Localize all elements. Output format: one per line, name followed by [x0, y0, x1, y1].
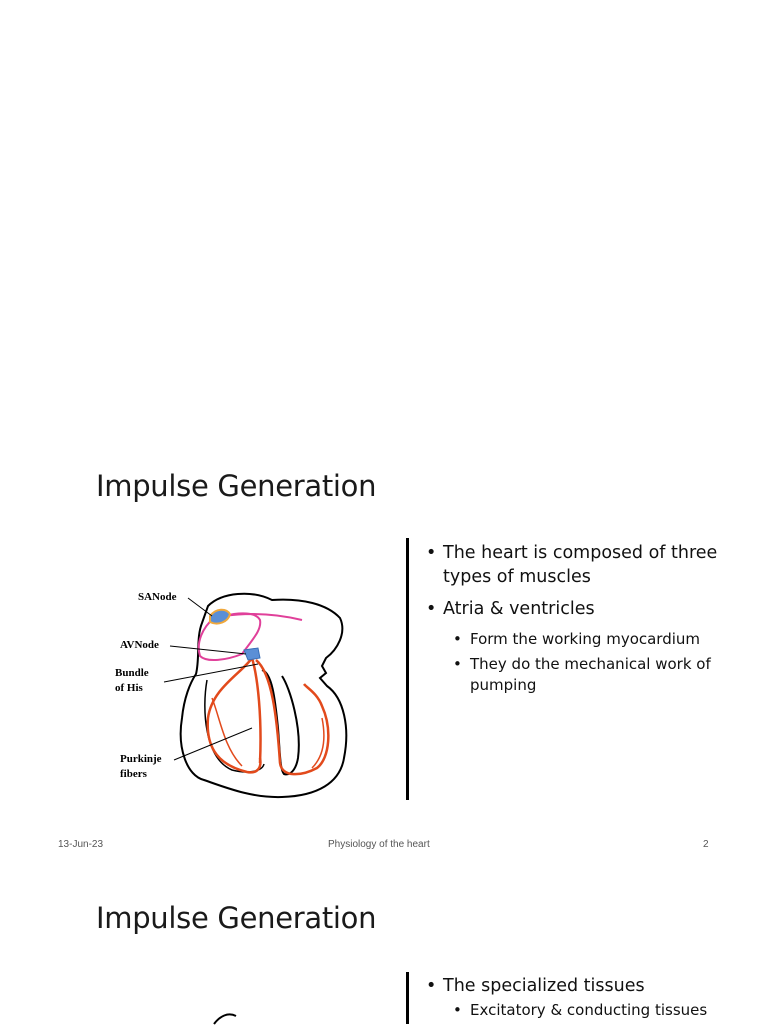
footer-title: Physiology of the heart [328, 839, 430, 850]
purkinje-fibers-left [206, 657, 262, 774]
slide-2: Impulse Generation The specialized tissu… [0, 870, 768, 1025]
purkinje-fibers-right [255, 659, 330, 776]
bullet-item: The specialized tissues [426, 974, 746, 998]
bundle-label-2: of His [115, 682, 144, 694]
footer-page-number: 2 [703, 839, 709, 850]
av-node-icon [243, 647, 261, 661]
bullet-item: The heart is composed of three types of … [426, 541, 746, 589]
purkinje-pointer [173, 727, 253, 761]
bullet-list: The specialized tissues Excitatory & con… [426, 974, 746, 1025]
sub-bullet-item: They do the mechanical work of pumping [453, 654, 746, 696]
sa-pointer [187, 597, 213, 617]
left-chamber [204, 679, 265, 773]
purkinje-branches [211, 697, 325, 769]
av-node-label: AVNode [120, 639, 159, 651]
sa-node-label: SANode [138, 591, 177, 603]
heart-conduction-diagram: SANode AVNode Bundle of His Purkinje fib… [115, 591, 348, 799]
bundle-pointer [163, 663, 259, 683]
bullet-list: The heart is composed of three types of … [426, 541, 746, 700]
septum [261, 669, 300, 776]
purkinje-label-2: fibers [120, 768, 148, 780]
slide-1: Impulse Generation SANode AVNode Bundle … [0, 0, 768, 870]
sub-bullet-item: Form the working myocardium [453, 629, 746, 650]
bundle-of-his-path [250, 657, 262, 764]
vertical-divider [406, 538, 409, 800]
bundle-label-1: Bundle [115, 667, 149, 679]
sa-node-icon [209, 608, 232, 625]
purkinje-label-1: Purkinje [120, 753, 162, 765]
partial-diagram-fragment [213, 1013, 237, 1025]
footer-date: 13-Jun-23 [58, 839, 104, 850]
slide-title: Impulse Generation [96, 469, 377, 503]
sub-bullet-item: Excitatory & conducting tissues [453, 1000, 746, 1021]
bullet-item: Atria & ventricles [426, 597, 746, 621]
slide-title: Impulse Generation [96, 901, 377, 935]
vertical-divider [406, 972, 409, 1024]
av-pointer [169, 645, 247, 655]
heart-outline [179, 592, 348, 799]
